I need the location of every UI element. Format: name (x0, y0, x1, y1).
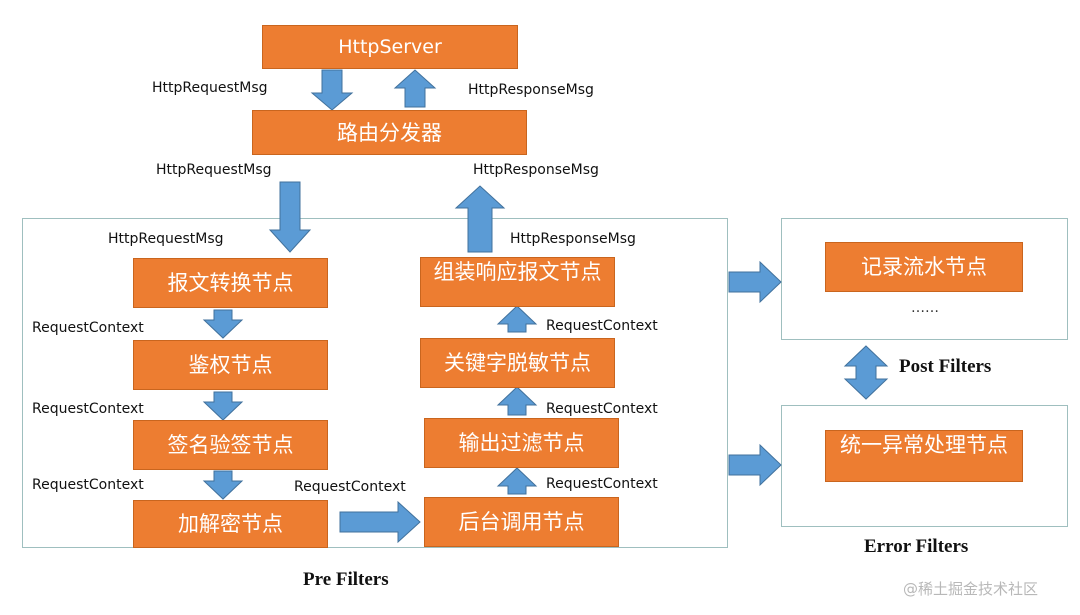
arrow-updown-post-error (843, 345, 889, 400)
label-request-context-mid: RequestContext (294, 479, 406, 495)
arrow-right-bottom (339, 500, 421, 544)
post-filters-ellipsis: …… (911, 300, 939, 316)
arrow-up-panel-router (454, 185, 506, 253)
auth-node: 鉴权节点 (133, 340, 328, 390)
label-http-response-msg-2: HttpResponseMsg (473, 162, 599, 178)
output-filter-node: 输出过滤节点 (424, 418, 619, 468)
arrow-down-left-2 (202, 391, 244, 421)
post-filters-panel (781, 218, 1068, 340)
httpserver-node: HttpServer (262, 25, 518, 69)
label-request-context-l1: RequestContext (32, 320, 144, 336)
pre-filters-title: Pre Filters (303, 569, 389, 590)
assemble-response-node: 组装响应报文节点 (420, 257, 615, 307)
arrow-up-right-2 (496, 386, 538, 416)
watermark: @稀土掘金技术社区 (903, 580, 1039, 598)
label-request-context-r3: RequestContext (546, 476, 658, 492)
label-http-request-msg-1: HttpRequestMsg (152, 80, 268, 96)
arrow-down-router-panel (268, 181, 312, 253)
error-filters-title: Error Filters (864, 536, 969, 557)
label-request-context-l3: RequestContext (32, 477, 144, 493)
backend-call-node: 后台调用节点 (424, 497, 619, 547)
router-node: 路由分发器 (252, 110, 527, 155)
arrow-right-to-error (728, 443, 782, 487)
arrow-right-to-post (728, 260, 782, 304)
unified-exception-node: 统一异常处理节点 (825, 430, 1023, 482)
arrow-up-right-1 (496, 305, 538, 333)
arrow-down-left-3 (202, 470, 244, 500)
encrypt-decrypt-node: 加解密节点 (133, 500, 328, 548)
message-convert-node: 报文转换节点 (133, 258, 328, 308)
label-request-context-r2: RequestContext (546, 401, 658, 417)
arrow-up-right-3 (496, 467, 538, 495)
label-request-context-l2: RequestContext (32, 401, 144, 417)
label-http-response-msg-1: HttpResponseMsg (468, 82, 594, 98)
signature-verify-node: 签名验签节点 (133, 420, 328, 470)
keyword-masking-node: 关键字脱敏节点 (420, 338, 615, 388)
arrow-down-server-router (310, 69, 354, 111)
label-http-request-msg-3: HttpRequestMsg (108, 231, 224, 247)
log-record-node: 记录流水节点 (825, 242, 1023, 292)
pre-filters-panel (22, 218, 728, 548)
error-filters-panel (781, 405, 1068, 527)
label-http-response-msg-3: HttpResponseMsg (510, 231, 636, 247)
arrow-up-router-server (393, 69, 437, 108)
arrow-down-left-1 (202, 309, 244, 339)
post-filters-title: Post Filters (899, 356, 992, 377)
label-request-context-r1: RequestContext (546, 318, 658, 334)
label-http-request-msg-2: HttpRequestMsg (156, 162, 272, 178)
